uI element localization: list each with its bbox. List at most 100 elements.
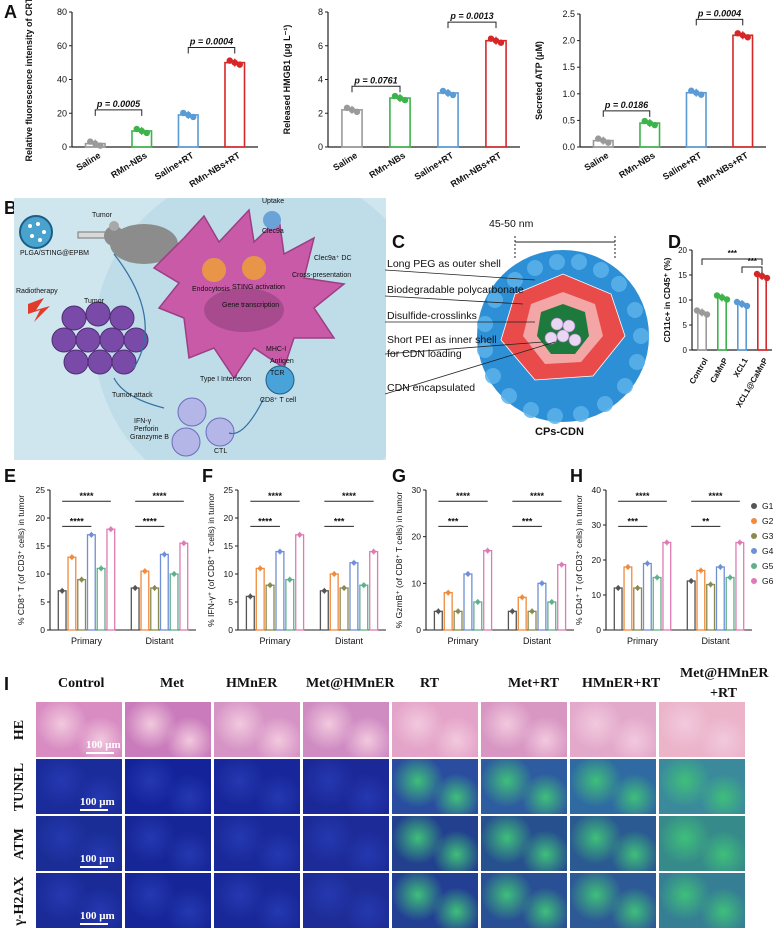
histology-image [481, 873, 567, 928]
x-tick-label: Saline+RT [413, 150, 456, 182]
b-label: Perforin [134, 426, 159, 433]
legend-marker [751, 548, 757, 554]
x-tick-label: Control [688, 357, 710, 386]
scale-bar: 100 μm [80, 796, 115, 811]
y-axis-title: % CD4⁺ T (of CD3⁺ cells) in tumor [574, 495, 584, 625]
y-axis-title: Secreted ATP (μM) [534, 41, 544, 120]
data-point [600, 137, 607, 144]
y-tick-label: 10 [224, 569, 234, 579]
column-header: Control [58, 676, 105, 691]
data-point [646, 119, 653, 127]
panel-letter-g: G [392, 466, 407, 486]
histology-image [36, 702, 122, 757]
histology-image [36, 873, 122, 928]
sig-label: *** [522, 516, 533, 526]
bar [557, 564, 567, 631]
bar [483, 550, 493, 631]
bar [623, 566, 633, 631]
legend-label: G2 [762, 516, 774, 526]
data-point [758, 272, 766, 280]
legend-marker [751, 533, 757, 539]
data-point [492, 37, 500, 44]
bar [140, 570, 150, 631]
legend-label: G5 [762, 561, 774, 571]
sig-label: p = 0.0761 [353, 75, 397, 85]
y-tick-label: 20 [678, 246, 687, 255]
data-point [605, 139, 612, 146]
scale-bar: 100 μm [80, 853, 115, 868]
histology-image [125, 873, 211, 928]
bar [159, 553, 169, 631]
histology-image [570, 759, 656, 814]
b-label: MHC-I [266, 346, 287, 353]
data-point [236, 61, 243, 68]
cdn-cargo [544, 317, 582, 347]
bar [737, 303, 748, 351]
histology-image [303, 759, 389, 814]
data-point [688, 87, 695, 94]
sig-label: **** [268, 491, 283, 501]
b-label: CD8⁺ T cell [260, 397, 297, 404]
y-tick-label: 20 [224, 513, 234, 523]
data-point [739, 32, 746, 39]
histology-image [481, 702, 567, 757]
sig-label: p = 0.0004 [189, 36, 233, 46]
y-axis-title: Released HMGB1 (μg L⁻¹) [282, 25, 292, 135]
y-tick-label: 0 [416, 625, 421, 635]
sig-label: *** [334, 516, 345, 526]
sig-label: p = 0.0004 [697, 8, 741, 18]
y-tick-label: 15 [678, 271, 687, 280]
y-tick-label: 2.5 [562, 9, 575, 19]
bar [662, 541, 672, 631]
ctl-cells [171, 397, 235, 457]
data-point [723, 296, 731, 303]
bar [517, 596, 527, 631]
y-tick-label: 0 [40, 625, 45, 635]
y-tick-label: 30 [592, 520, 602, 530]
sig-bracket [695, 18, 744, 26]
panel-letter-i: I [4, 674, 10, 694]
bar [179, 542, 189, 631]
column-header: +RT [710, 686, 737, 701]
legend-marker [751, 563, 757, 569]
radiation-icon [28, 298, 50, 322]
legend-label: G4 [762, 546, 774, 556]
data-point [693, 89, 700, 96]
histology-image [36, 816, 122, 871]
bar [685, 91, 707, 148]
scale-bar-line [80, 866, 108, 868]
bar [349, 562, 359, 631]
x-tick-label: Primary [260, 636, 291, 646]
sig-bracket [602, 110, 651, 117]
size-label: 45-50 nm [489, 218, 534, 230]
histology-image [125, 816, 211, 871]
bar [359, 584, 369, 631]
b-label: Tumor attack [112, 392, 153, 399]
data-point [87, 138, 94, 145]
row-label: TUNEL [12, 762, 27, 811]
data-point [226, 57, 233, 64]
sig-bracket [94, 109, 143, 116]
sig-label: **** [456, 491, 471, 501]
x-tick-label: XCL1 [732, 356, 750, 379]
data-point [396, 94, 404, 102]
y-tick-label: 15 [224, 541, 234, 551]
x-tick-label: RMn-NBs [109, 150, 149, 180]
endosome [202, 258, 226, 282]
nucleus [204, 288, 284, 332]
sig-label: **** [143, 516, 158, 526]
panel-letter-c: C [392, 232, 405, 252]
bar [696, 311, 707, 351]
data-point [738, 300, 746, 308]
bar [329, 573, 339, 631]
uptake-particle [263, 211, 281, 229]
data-point [733, 298, 741, 306]
x-tick-label: RMn-NBs+RT [188, 150, 243, 189]
histology-image [570, 702, 656, 757]
b-label: PLGA/STING@EPBM [20, 250, 89, 257]
x-tick-label: Primary [627, 636, 658, 646]
b-label: Antigen [270, 358, 294, 365]
y-tick-label: 5 [683, 321, 688, 330]
c-label-disulfide: Disulfide-crosslinks [387, 310, 477, 322]
bar [67, 556, 77, 631]
